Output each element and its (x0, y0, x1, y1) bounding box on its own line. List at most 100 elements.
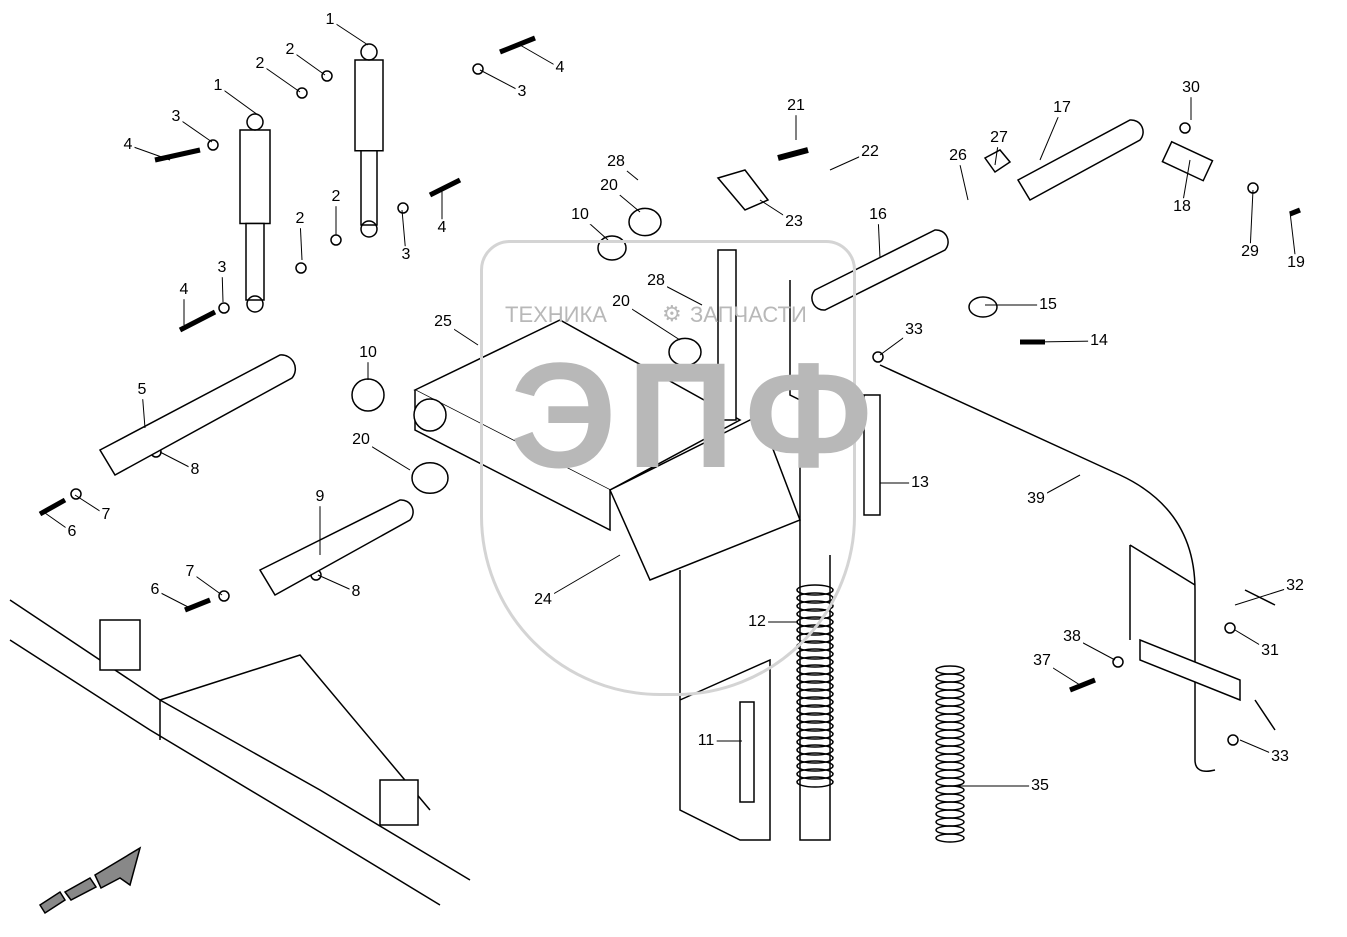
spring-coil (796, 664, 834, 676)
spring-coil (796, 704, 834, 716)
bolt (38, 497, 67, 517)
leader-line (519, 44, 561, 69)
shock-absorber-body (354, 59, 384, 152)
leader-line (259, 63, 301, 93)
nut (1224, 622, 1236, 634)
callout-3: 3 (399, 246, 413, 264)
callout-3: 3 (169, 108, 183, 126)
sleeve-coil (935, 833, 965, 843)
callout-14: 14 (1088, 332, 1110, 350)
nut (397, 202, 409, 214)
spring-coil (796, 656, 834, 668)
leader-line (127, 144, 171, 161)
spring-coil (796, 736, 834, 748)
callout-11: 11 (695, 732, 717, 750)
callout-7: 7 (99, 506, 113, 524)
callout-13: 13 (909, 474, 931, 492)
spring-coil (796, 696, 834, 708)
watermark-letters: ЭПФ (510, 331, 883, 499)
sleeve-coil (935, 745, 965, 755)
pin-5 (98, 354, 297, 477)
callout-25: 25 (432, 313, 454, 331)
sleeve-coil (935, 785, 965, 795)
shock-eye-top (246, 113, 264, 131)
sleeve-coil (935, 681, 965, 691)
callout-3: 3 (515, 83, 529, 101)
arrow-stripe (38, 890, 67, 915)
callout-6: 6 (148, 581, 162, 599)
sleeve-coil (935, 689, 965, 699)
callout-23: 23 (783, 213, 805, 231)
spring-coil (796, 768, 834, 780)
nut (1112, 656, 1124, 668)
watermark-text-left: ТЕХНИКА (505, 302, 607, 327)
sleeve-coil (935, 729, 965, 739)
bracket-tube (413, 398, 447, 432)
callout-38: 38 (1061, 628, 1083, 646)
callout-19: 19 (1285, 254, 1307, 272)
pin-11 (739, 701, 755, 803)
frame-bracket (99, 619, 141, 671)
nut (218, 590, 230, 602)
sleeve-coil (935, 697, 965, 707)
callout-18: 18 (1171, 198, 1193, 216)
callout-20: 20 (598, 177, 620, 195)
bolt (499, 35, 536, 55)
sleeve-coil (935, 825, 965, 835)
sleeve-coil (935, 721, 965, 731)
vehicle-frame (9, 599, 471, 906)
nut (872, 351, 884, 363)
callout-31: 31 (1259, 642, 1281, 660)
callout-9: 9 (313, 488, 327, 506)
callout-28: 28 (605, 153, 627, 171)
bolt (178, 309, 217, 333)
nut (296, 87, 308, 99)
ring-20 (411, 461, 449, 495)
spring-coil (796, 728, 834, 740)
nut (321, 70, 333, 82)
callout-10: 10 (357, 344, 379, 362)
spring-coil (796, 760, 834, 772)
bolt (428, 177, 462, 198)
sleeve-coil (935, 705, 965, 715)
callout-1: 1 (323, 11, 337, 29)
distribution-block (1139, 638, 1241, 702)
callout-2: 2 (253, 55, 267, 73)
shock-absorber-body (239, 129, 271, 225)
callout-28: 28 (645, 272, 667, 290)
shock-eye-top (360, 43, 378, 61)
tube-39 (879, 364, 1216, 772)
nut (295, 262, 307, 274)
callout-8: 8 (349, 583, 363, 601)
callout-15: 15 (1037, 296, 1059, 314)
sleeve-coil (935, 665, 965, 675)
watermark-text-right: ЗАПЧАСТИ (690, 302, 807, 327)
spring-coil (796, 776, 834, 788)
callout-5: 5 (135, 381, 149, 399)
callout-32: 32 (1284, 577, 1306, 595)
nut-27 (983, 149, 1012, 174)
shock-eye-bottom (246, 295, 264, 313)
nut (218, 302, 230, 314)
callout-3: 3 (215, 259, 229, 277)
nut (1179, 122, 1191, 134)
spring-coil (796, 744, 834, 756)
sleeve-coil (935, 809, 965, 819)
callout-20: 20 (610, 293, 632, 311)
shock-absorber-rod (245, 222, 265, 301)
shock-eye-bottom (360, 220, 378, 238)
callout-20: 20 (350, 431, 372, 449)
callout-39: 39 (1025, 490, 1047, 508)
pin-18 (1161, 140, 1214, 182)
callout-4: 4 (435, 219, 449, 237)
callout-35: 35 (1029, 777, 1051, 795)
callout-7: 7 (183, 563, 197, 581)
spring-coil (796, 672, 834, 684)
leader-line (217, 85, 259, 116)
callout-1: 1 (211, 77, 225, 95)
sleeve-coil (935, 801, 965, 811)
bolt (154, 147, 201, 163)
nut (472, 63, 484, 75)
callout-33: 33 (1269, 748, 1291, 766)
